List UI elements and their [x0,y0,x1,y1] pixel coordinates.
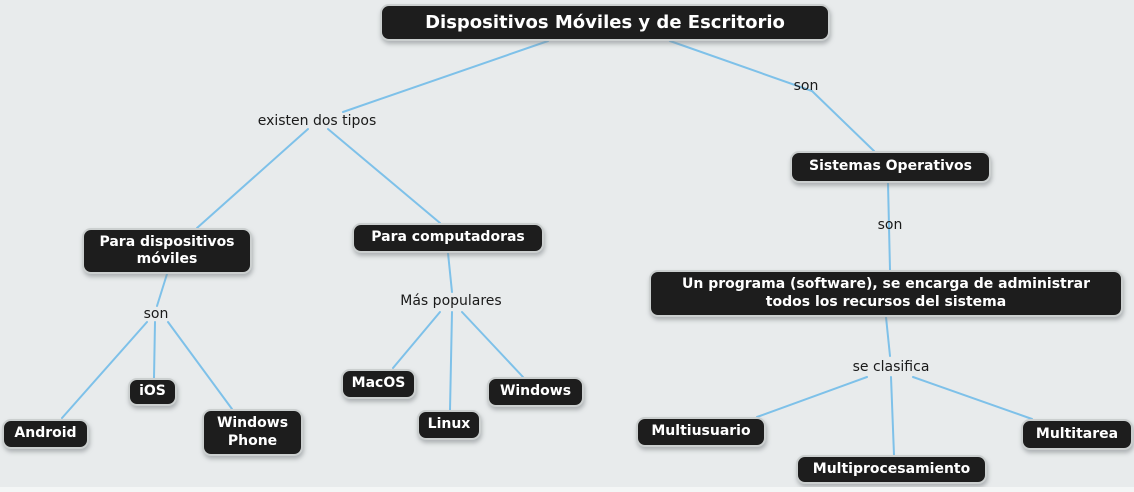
edge-label-son-left: son [143,306,169,322]
edge-mas-populares--macos [392,311,441,369]
node-macos[interactable]: MacOS [341,369,416,399]
node-windows[interactable]: Windows [487,377,584,407]
node-linux[interactable]: Linux [417,410,481,440]
edge-label-existen-dos-tipos: existen dos tipos [257,113,377,129]
edge-sistemas-operativos--un-programa [887,182,891,271]
node-multiprocesamiento[interactable]: Multiprocesamiento [796,455,987,484]
edge-existen-dos-tipos--para-moviles [196,128,309,229]
edge-se-clasifica--multitarea [912,376,1033,420]
edge-label-mas-populares: Más populares [400,293,502,309]
edge-se-clasifica--multiprocesamiento [890,376,895,456]
edge-mas-populares--windows [461,311,524,378]
edge-para-computadoras--mas-populares [447,252,453,293]
edge-son-top--sistemas-operativos [811,90,875,152]
edge-title--son-top [669,40,813,92]
edge-existen-dos-tipos--para-computadoras [327,128,441,224]
node-un-programa-software[interactable]: Un programa (software), se encarga de ad… [649,270,1123,317]
edge-label-se-clasifica: se clasifica [852,359,930,375]
node-multiusuario[interactable]: Multiusuario [636,417,766,447]
node-para-dispositivos-moviles[interactable]: Para dispositivos móviles [82,228,252,274]
edge-mas-populares--linux [449,311,453,411]
edge-label-son-top: son [793,78,819,94]
bottom-strip [0,487,1134,492]
node-ios[interactable]: iOS [128,378,177,406]
node-multitarea[interactable]: Multitarea [1021,419,1133,450]
edge-se-clasifica--multiusuario [756,376,868,418]
node-sistemas-operativos[interactable]: Sistemas Operativos [790,151,991,183]
edge-title--existen-dos-tipos [342,40,549,113]
edge-para-moviles--son-left [156,273,168,307]
edge-label-son-right: son [877,217,903,233]
edge-un-programa--se-clasifica [885,316,891,357]
node-android[interactable]: Android [2,419,89,449]
node-windows-phone[interactable]: Windows Phone [202,409,303,456]
edge-son-left--windows-phone [167,321,233,410]
edge-son-left--ios [153,321,156,379]
node-para-computadoras[interactable]: Para computadoras [352,223,544,253]
edge-son-left--android [61,321,148,419]
node-title[interactable]: Dispositivos Móviles y de Escritorio [380,4,830,41]
